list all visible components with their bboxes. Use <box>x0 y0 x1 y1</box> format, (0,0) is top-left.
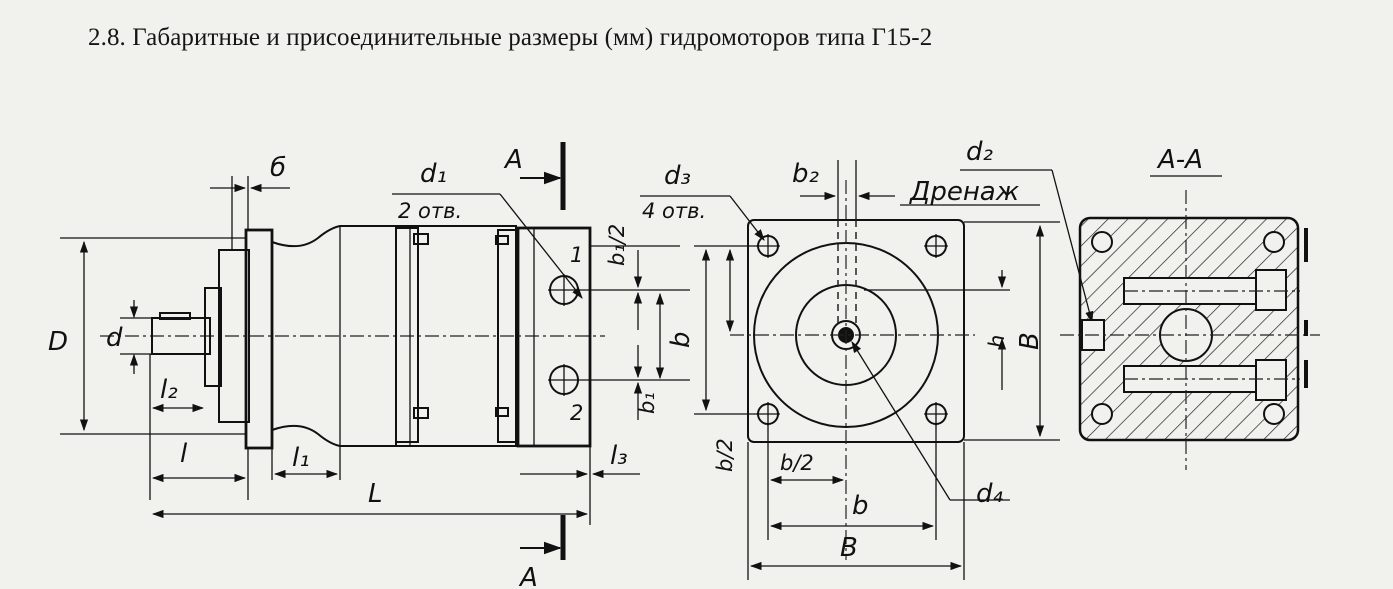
dim-b1: b₁ <box>635 392 659 414</box>
dim-b2: b₂ <box>792 159 819 189</box>
mounting-flange <box>244 228 274 450</box>
body-band <box>395 227 419 443</box>
rear-cover <box>516 226 592 448</box>
dim-b1-half: b₁/2 <box>605 224 629 266</box>
dim-d2: d₂ <box>966 137 993 167</box>
dim-l3: l₃ <box>610 441 628 471</box>
dim-h: h <box>985 335 1009 348</box>
port-label-2: 2 <box>570 401 583 425</box>
dim-b: b <box>666 331 696 348</box>
dim-L: L <box>368 479 383 509</box>
section-view-a-a: A-A <box>1060 145 1320 470</box>
pilot-step-2 <box>218 249 250 423</box>
dim-b-flange: б <box>270 153 286 183</box>
dim-l2: l₂ <box>160 375 178 405</box>
shaft-key <box>159 312 191 320</box>
end-flange-square <box>747 219 965 443</box>
dim-B-bottom: B <box>840 533 858 563</box>
port-label-1: 1 <box>570 243 583 267</box>
dim-d3: d₃ <box>664 161 691 191</box>
dim-d: d <box>106 323 123 353</box>
section-title: A-A <box>1156 145 1203 175</box>
label-2-holes: 2 отв. <box>398 199 462 223</box>
dim-B-vertical: B <box>1015 332 1045 350</box>
dim-D: D <box>48 327 68 357</box>
page-title: 2.8. Габаритные и присоединительные разм… <box>88 24 933 51</box>
label-drain: Дренаж <box>909 177 1020 207</box>
dim-l: l <box>180 439 188 469</box>
pilot-step-1 <box>204 287 222 387</box>
section-mark-top: A <box>503 145 523 175</box>
side-view: A A D d l₂ l l₁ l₃ L <box>48 142 696 589</box>
dim-b-half-bottom: b/2 <box>780 451 814 475</box>
dim-l1: l₁ <box>292 443 310 473</box>
dim-d1: d₁ <box>420 159 447 189</box>
dim-b-half-left: b/2 <box>713 438 737 472</box>
dim-d4: d₄ <box>976 479 1004 509</box>
section-mark-bottom: A <box>518 563 538 589</box>
end-view: d₃ 4 отв. b₂ Дренаж d₂ b/2 h B <box>640 137 1094 580</box>
label-4-holes: 4 отв. <box>642 199 706 223</box>
dim-b-bottom: b <box>852 491 869 521</box>
